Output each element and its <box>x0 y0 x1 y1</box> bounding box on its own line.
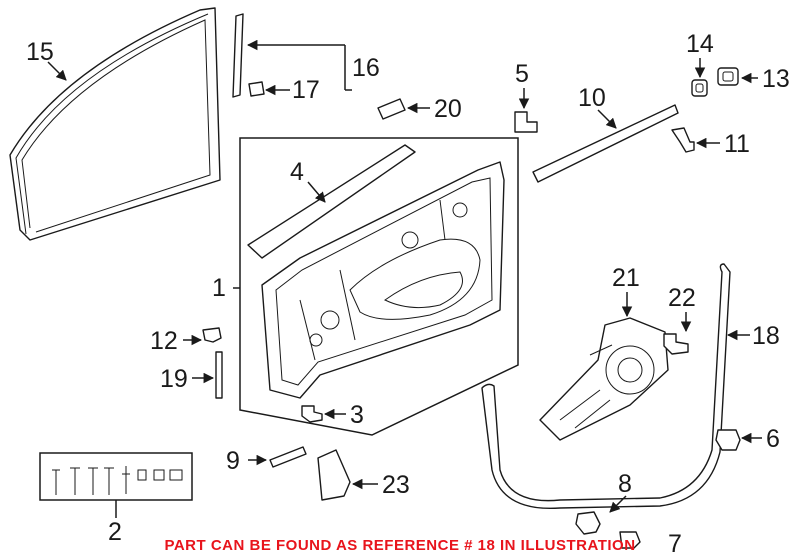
callout-9: 9 <box>226 447 240 475</box>
callout-2: 2 <box>108 518 122 546</box>
reference-note: PART CAN BE FOUND AS REFERENCE # 18 IN I… <box>164 537 636 554</box>
callout-1: 1 <box>212 274 226 302</box>
strip-19 <box>215 351 223 399</box>
belt-molding <box>247 144 416 259</box>
callout-11: 11 <box>724 130 750 158</box>
callout-5: 5 <box>515 60 529 88</box>
callout-3: 3 <box>350 401 364 429</box>
callout-16: 16 <box>352 54 380 82</box>
strip-9 <box>269 446 307 468</box>
plug-8 <box>575 511 601 535</box>
strip-10 <box>532 104 679 183</box>
door-frame-seal <box>9 7 221 241</box>
leader-lines <box>47 39 762 518</box>
bolt-22 <box>663 333 689 355</box>
plug-12 <box>202 327 222 343</box>
clip-13 <box>717 67 739 86</box>
pad-20 <box>377 98 406 120</box>
door-shell <box>261 161 505 399</box>
bolt-3 <box>301 405 323 423</box>
clip-17 <box>248 81 265 97</box>
callout-15: 15 <box>26 38 54 66</box>
callout-19: 19 <box>160 365 188 393</box>
callout-4: 4 <box>290 158 304 186</box>
door-seal-18 <box>481 263 731 510</box>
callout-13: 13 <box>762 65 790 93</box>
door-shell-box <box>239 137 519 436</box>
callout-10: 10 <box>578 84 606 112</box>
bolt-11 <box>671 127 695 153</box>
callout-14: 14 <box>686 30 714 58</box>
callout-8: 8 <box>618 470 632 498</box>
callout-12: 12 <box>150 327 178 355</box>
callout-labels: 15 16 17 20 4 1 5 10 14 13 11 12 19 3 21… <box>26 30 790 558</box>
window-strip <box>232 13 244 98</box>
callout-7: 7 <box>668 530 682 558</box>
grommet-14 <box>691 79 708 97</box>
callout-20: 20 <box>434 95 462 123</box>
callout-22: 22 <box>668 284 696 312</box>
trim-23 <box>317 449 351 501</box>
plug-7 <box>619 531 641 549</box>
bracket-21 <box>539 317 669 441</box>
callout-21: 21 <box>612 264 640 292</box>
callout-23: 23 <box>382 471 410 499</box>
callout-6: 6 <box>766 425 780 453</box>
plug-6 <box>715 429 741 451</box>
bolt-5 <box>514 111 538 133</box>
hardware-kit-2 <box>39 452 193 501</box>
callout-17: 17 <box>292 76 320 104</box>
callout-18: 18 <box>752 322 780 350</box>
